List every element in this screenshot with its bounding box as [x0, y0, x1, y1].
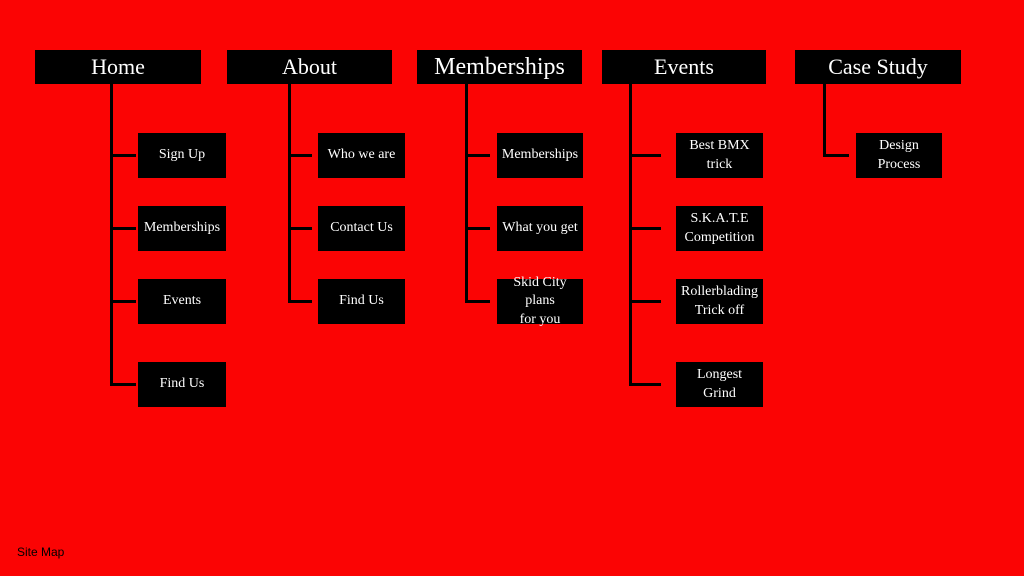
node-home-sign-up[interactable]: Sign Up — [138, 133, 226, 178]
connector-home-branch-4 — [110, 383, 136, 386]
connector-home-trunk — [110, 84, 113, 386]
connector-memberships-trunk — [465, 84, 468, 303]
connector-events-branch-2 — [629, 227, 661, 230]
node-about[interactable]: About — [227, 50, 392, 84]
node-about-find-us[interactable]: Find Us — [318, 279, 405, 324]
connector-events-branch-1 — [629, 154, 661, 157]
connector-events-trunk — [629, 84, 632, 386]
connector-home-branch-1 — [110, 154, 136, 157]
connector-about-trunk — [288, 84, 291, 303]
node-events-skate-competition[interactable]: S.K.A.T.E Competition — [676, 206, 763, 251]
connector-events-branch-3 — [629, 300, 661, 303]
node-case-study-design-process[interactable]: Design Process — [856, 133, 942, 178]
node-events-longest-grind[interactable]: Longest Grind — [676, 362, 763, 407]
node-memberships-memberships[interactable]: Memberships — [497, 133, 583, 178]
connector-events-branch-4 — [629, 383, 661, 386]
connector-about-branch-3 — [288, 300, 312, 303]
node-events-rollerblading-trick-off[interactable]: Rollerblading Trick off — [676, 279, 763, 324]
node-case-study[interactable]: Case Study — [795, 50, 961, 84]
node-memberships[interactable]: Memberships — [417, 50, 582, 84]
node-about-contact-us[interactable]: Contact Us — [318, 206, 405, 251]
connector-about-branch-1 — [288, 154, 312, 157]
node-memberships-what-you-get[interactable]: What you get — [497, 206, 583, 251]
connector-home-branch-2 — [110, 227, 136, 230]
node-home-memberships[interactable]: Memberships — [138, 206, 226, 251]
node-home-find-us[interactable]: Find Us — [138, 362, 226, 407]
connector-memberships-branch-2 — [465, 227, 490, 230]
connector-memberships-branch-3 — [465, 300, 490, 303]
connector-case-study-trunk — [823, 84, 826, 157]
node-events[interactable]: Events — [602, 50, 766, 84]
node-events-best-bmx-trick[interactable]: Best BMX trick — [676, 133, 763, 178]
connector-about-branch-2 — [288, 227, 312, 230]
node-home-events[interactable]: Events — [138, 279, 226, 324]
connector-case-study-branch-1 — [823, 154, 849, 157]
connector-memberships-branch-1 — [465, 154, 490, 157]
node-home[interactable]: Home — [35, 50, 201, 84]
node-memberships-skid-city-plans[interactable]: Skid City plans for you — [497, 275, 583, 327]
node-about-who-we-are[interactable]: Who we are — [318, 133, 405, 178]
site-map-caption: Site Map — [17, 545, 65, 559]
connector-home-branch-3 — [110, 300, 136, 303]
